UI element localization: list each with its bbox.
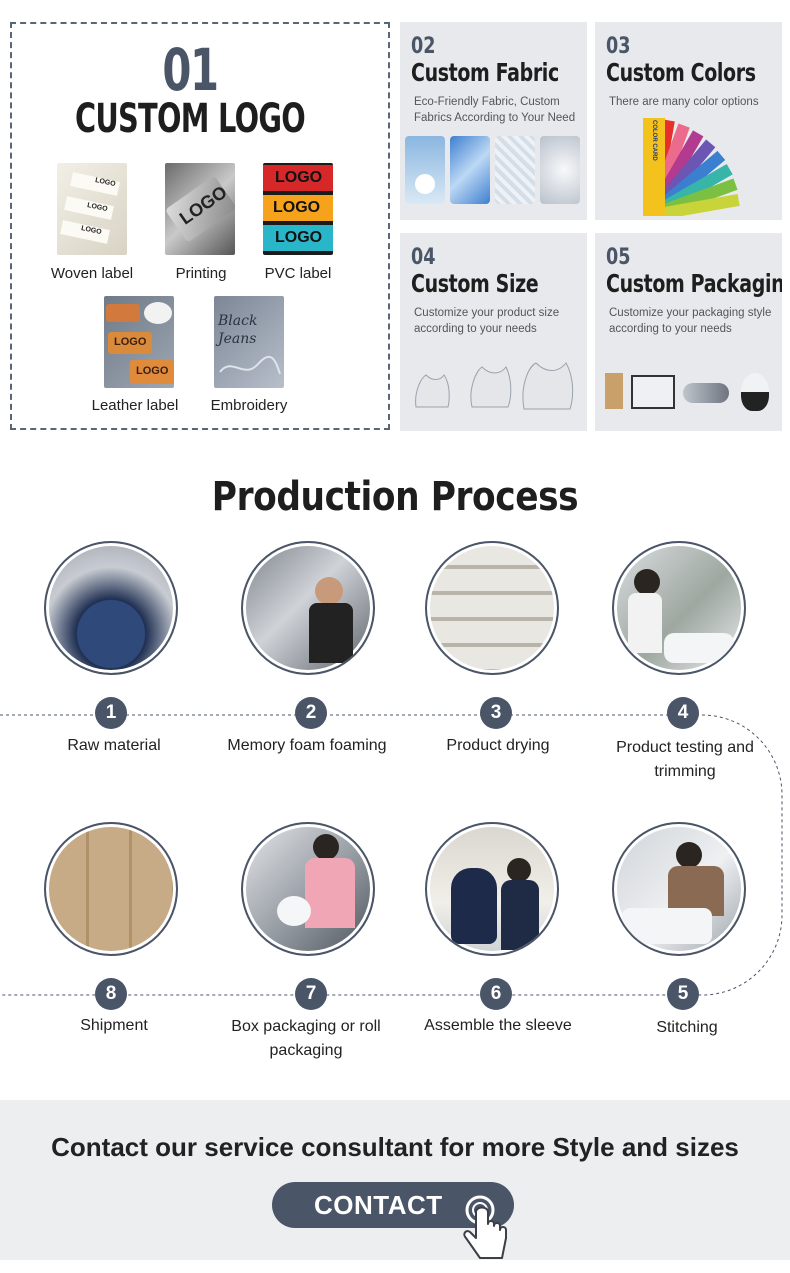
step-badge-1: 1 bbox=[95, 697, 127, 729]
process-heading: Production Process bbox=[211, 474, 579, 520]
contact-button-label: CONTACT bbox=[314, 1190, 443, 1220]
card-description: Eco-Friendly Fabric, Custom Fabrics Acco… bbox=[414, 96, 576, 124]
fabric-swatch-mesh bbox=[495, 136, 535, 204]
pvc-logo-text: LOGO bbox=[275, 229, 323, 246]
custom-logo-number: 01 bbox=[162, 36, 219, 104]
bag-package-icon bbox=[631, 375, 675, 409]
fabric-swatch-cotton bbox=[405, 136, 445, 204]
pvc-label-caption: PVC label bbox=[264, 265, 332, 282]
leather-label-caption: Leather label bbox=[91, 397, 179, 414]
step-label-7: Box packaging or roll packaging bbox=[231, 1018, 381, 1059]
card-title: Custom Colors bbox=[606, 58, 756, 87]
fabric-swatch-cool bbox=[450, 136, 490, 204]
printing-caption: Printing bbox=[175, 265, 227, 282]
step-badge-6: 6 bbox=[480, 978, 512, 1010]
card-title: Custom Size bbox=[411, 269, 539, 298]
card-description: Customize your product size according to… bbox=[414, 307, 560, 335]
step-badge-4: 4 bbox=[667, 697, 699, 729]
leather-logo-text: LOGO bbox=[136, 365, 169, 377]
step-label-6: Assemble the sleeve bbox=[424, 1017, 572, 1034]
card-number: 04 bbox=[411, 245, 436, 270]
step-label-5: Stitching bbox=[656, 1019, 718, 1036]
color-card-cover: COLOR CARD bbox=[643, 118, 665, 216]
step-label-4: Product testing and trimming bbox=[616, 739, 754, 780]
printing-image: LOGO bbox=[165, 163, 235, 255]
pvc-label-image: LOGO LOGO LOGO bbox=[263, 163, 333, 255]
color-card-text: COLOR CARD bbox=[651, 120, 657, 161]
pvc-logo-text: LOGO bbox=[275, 169, 323, 186]
leather-label-image: LOGO LOGO bbox=[104, 296, 174, 388]
leather-logo-text: LOGO bbox=[114, 336, 147, 348]
contact-text: Contact our service consultant for more … bbox=[51, 1132, 739, 1162]
step-badge-3: 3 bbox=[480, 697, 512, 729]
card-description: Customize your packaging style according… bbox=[609, 307, 772, 335]
raw-material-image bbox=[44, 541, 178, 675]
roll-package-icon bbox=[683, 383, 729, 403]
step-label-8: Shipment bbox=[80, 1017, 148, 1034]
pvc-logo-text: LOGO bbox=[273, 199, 321, 216]
card-number: 02 bbox=[411, 34, 436, 59]
custom-logo-panel bbox=[10, 22, 390, 430]
custom-size-card: 04 Custom Size Customize your product si… bbox=[400, 233, 587, 431]
embroidery-caption: Embroidery bbox=[210, 397, 288, 414]
card-title: Custom Fabric bbox=[411, 58, 559, 87]
card-title: Custom Packaging bbox=[606, 269, 782, 298]
step-badge-8: 8 bbox=[95, 978, 127, 1010]
embroidery-image: Black Jeans bbox=[214, 296, 284, 388]
contact-band bbox=[0, 1100, 790, 1260]
stitching-image bbox=[612, 822, 746, 956]
woven-label-image: LOGO LOGO LOGO bbox=[57, 163, 127, 255]
custom-logo-title: CUSTOM LOGO bbox=[74, 96, 306, 142]
step-badge-2: 2 bbox=[295, 697, 327, 729]
woven-label-caption: Woven label bbox=[50, 265, 134, 282]
box-package-icon bbox=[605, 373, 623, 409]
step-label-3: Product drying bbox=[446, 737, 550, 754]
card-number: 05 bbox=[606, 245, 631, 270]
tap-hand-icon bbox=[463, 1195, 507, 1259]
custom-colors-card: 03 Custom Colors There are many color op… bbox=[595, 22, 782, 220]
embroidery-text: Black Jeans bbox=[218, 313, 258, 347]
product-testing-image bbox=[612, 541, 746, 675]
box-packaging-image bbox=[241, 822, 375, 956]
product-drying-image bbox=[425, 541, 559, 675]
card-description: There are many color options bbox=[609, 96, 759, 108]
fabric-swatch-smooth bbox=[540, 136, 580, 204]
card-number: 03 bbox=[606, 34, 631, 59]
step-badge-5: 5 bbox=[667, 978, 699, 1010]
custom-packaging-card: 05 Custom Packaging Customize your packa… bbox=[595, 233, 782, 431]
cushion-sizes-image bbox=[415, 362, 574, 410]
step-badge-7: 7 bbox=[295, 978, 327, 1010]
drawstring-package-icon bbox=[741, 373, 769, 411]
step-label-2: Memory foam foaming bbox=[227, 737, 387, 754]
step-label-1: Raw material bbox=[67, 737, 161, 754]
memory-foam-foaming-image bbox=[241, 541, 375, 675]
custom-fabric-card: 02 Custom Fabric Eco-Friendly Fabric, Cu… bbox=[400, 22, 587, 220]
assemble-sleeve-image bbox=[425, 822, 559, 956]
process-flow-line bbox=[0, 714, 783, 996]
shipment-image bbox=[44, 822, 178, 956]
